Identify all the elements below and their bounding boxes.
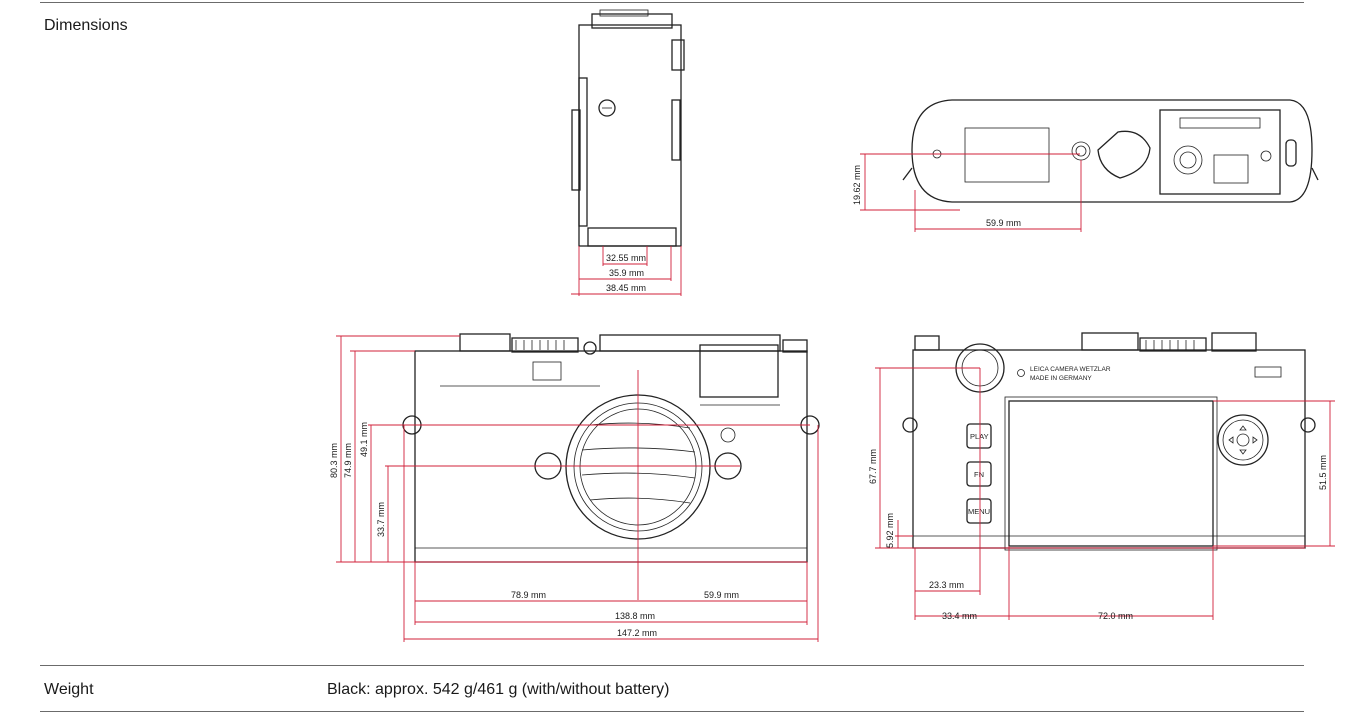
bottom-dim-1: 19.62 mm (852, 165, 862, 205)
front-dim-3: 49.1 mm (359, 422, 369, 457)
weight-label: Weight (44, 681, 94, 698)
back-dim-4: 23.3 mm (929, 580, 964, 590)
side-view-drawing: 32.55 mm 35.9 mm 38.45 mm (571, 9, 685, 296)
front-dim-6: 59.9 mm (704, 590, 739, 600)
back-view-drawing: LEICA CAMERA WETZLAR MADE IN GERMANY PLA… (868, 332, 1335, 621)
side-dim-3: 38.45 mm (606, 283, 646, 293)
front-view-drawing: 80.3 mm 74.9 mm 49.1 mm 33.7 mm 78.9 mm … (329, 333, 820, 642)
top-divider (40, 2, 1304, 3)
front-dim-5: 78.9 mm (511, 590, 546, 600)
logo-line1: LEICA CAMERA WETZLAR (1030, 366, 1111, 373)
middle-divider (40, 665, 1304, 666)
bottom-dim-2: 59.9 mm (986, 218, 1021, 228)
front-dim-2: 74.9 mm (343, 443, 353, 478)
front-dim-1: 80.3 mm (329, 443, 339, 478)
menu-button: MENU (966, 498, 992, 524)
logo-line2: MADE IN GERMANY (1030, 375, 1092, 382)
svg-text:PLAY: PLAY (970, 432, 989, 441)
front-dim-7: 138.8 mm (615, 611, 655, 621)
fn-button: FN (966, 461, 992, 487)
bottom-view-drawing: 19.62 mm 59.9 mm (852, 99, 1319, 232)
back-dim-5: 33.4 mm (942, 611, 977, 621)
bottom-divider (40, 711, 1304, 712)
back-dim-6: 72.0 mm (1098, 611, 1133, 621)
side-dim-2: 35.9 mm (609, 268, 644, 278)
svg-text:MENU: MENU (968, 507, 990, 516)
back-dim-2: 5.92 mm (885, 513, 895, 548)
dimensions-label: Dimensions (44, 17, 128, 34)
svg-text:FN: FN (974, 470, 984, 479)
back-dim-3: 51.5 mm (1318, 455, 1328, 490)
play-button: PLAY (966, 423, 992, 449)
front-dim-4: 33.7 mm (376, 502, 386, 537)
weight-value: Black: approx. 542 g/461 g (with/without… (327, 681, 670, 698)
back-dim-1: 67.7 mm (868, 449, 878, 484)
control-pad-icon (1217, 414, 1269, 466)
side-dim-1: 32.55 mm (606, 253, 646, 263)
front-dim-8: 147.2 mm (617, 628, 657, 638)
